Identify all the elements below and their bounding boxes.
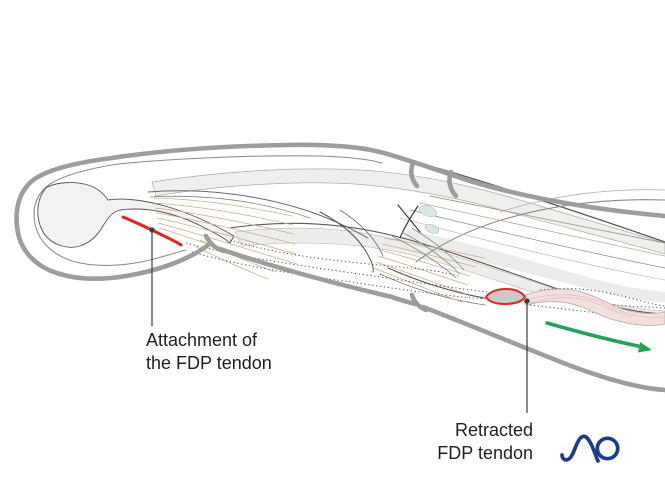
tendon-stump-highlight [485, 288, 526, 305]
retracted-fdp-tendon [521, 288, 665, 326]
cartilage-shapes [419, 205, 439, 234]
ao-logo-letter-o [595, 436, 620, 461]
label-line: Attachment of [146, 330, 258, 350]
label-line: Retracted [454, 420, 533, 440]
label-line: FDP tendon [437, 443, 533, 463]
fdp-attachment-highlight [121, 215, 183, 247]
ao-logo [560, 434, 620, 463]
finger-outline [14, 142, 665, 393]
label-attachment-of-fdp-tendon: Attachment of the FDP tendon [146, 329, 272, 375]
extensor-fiber-fans [153, 197, 485, 303]
label-retracted-fdp-tendon: Retracted FDP tendon [383, 419, 533, 465]
retraction-arrow-icon [545, 321, 652, 353]
label-line: the FDP tendon [146, 353, 272, 373]
leader-lines [149, 227, 530, 413]
distal-phalanx-bone [37, 182, 235, 248]
ao-logo-letter-a [560, 434, 600, 463]
